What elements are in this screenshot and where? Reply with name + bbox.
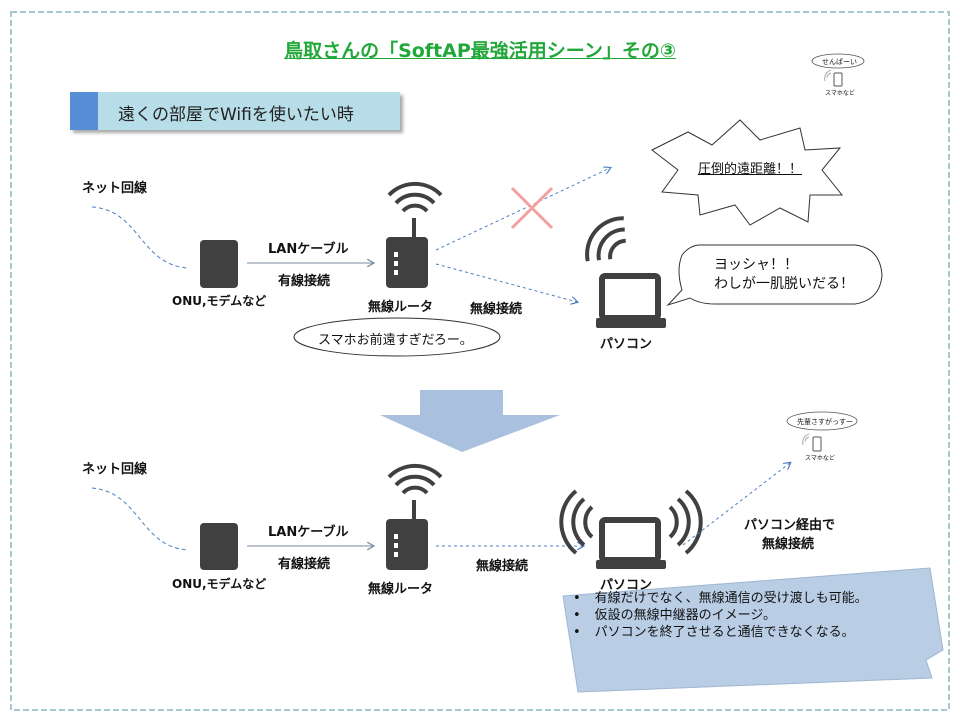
page-title: 鳥取さんの「SoftAP最強活用シーン」その③ — [284, 40, 676, 62]
net-label: ネット回線 — [82, 181, 148, 196]
cable-label: LANケーブル — [268, 242, 349, 257]
cable-label-bottom: LANケーブル — [268, 525, 349, 540]
net-line-bottom — [91, 487, 189, 551]
notes-list: • 有線だけでなく、無線通信の受け渡しも可能。 • 仮設の無線中継器のイメージ。 •… — [573, 590, 868, 641]
onu-device-bottom — [200, 523, 238, 570]
pc-bubble-line2: わしが一肌脱いだる！ — [714, 276, 854, 292]
pc-label-bottom: パソコン — [600, 578, 653, 593]
router-device — [386, 181, 443, 288]
router-device-bottom — [386, 463, 443, 570]
router-bubble-text: スマホお前遠すぎだろー。 — [318, 333, 473, 348]
wired-label: 有線接続 — [278, 274, 331, 289]
router-label: 無線ルータ — [368, 300, 434, 315]
onu-label: ONU,モデムなど — [172, 294, 267, 308]
pc-label: パソコン — [600, 337, 653, 352]
router-label-bottom: 無線ルータ — [368, 582, 434, 597]
phone-bubble-text-bottom: 先輩さすがっすー — [797, 418, 853, 426]
heading-accent-bar — [70, 92, 98, 130]
to-phone-arrow — [435, 168, 610, 251]
burst-shape — [651, 119, 844, 226]
note-item: • 有線だけでなく、無線通信の受け渡しも可能。 — [573, 590, 868, 607]
note-bullet: • — [573, 608, 581, 623]
laptop-device — [585, 216, 666, 328]
phone-group-top — [811, 53, 865, 87]
note-text: 仮設の無線中継器のイメージ。 — [594, 608, 777, 623]
router-bubble — [300, 315, 330, 320]
note-text: 有線だけでなく、無線通信の受け渡しも可能。 — [594, 591, 868, 606]
to-pc-arrow — [435, 263, 577, 302]
burst-text: 圧倒的遠距離！！ — [698, 162, 803, 177]
onu-device — [200, 240, 238, 288]
onu-label-bottom: ONU,モデムなど — [172, 577, 267, 591]
notes-box — [562, 567, 944, 693]
laptop-device-bottom — [559, 489, 703, 569]
wireless-label: 無線接続 — [470, 302, 523, 317]
pc-to-phone-arrow — [682, 463, 790, 546]
note-bullet: • — [573, 625, 581, 640]
phone-group-bottom — [786, 411, 858, 452]
via-pc-line1: パソコン経由で — [744, 518, 836, 533]
page-border — [10, 11, 950, 711]
note-text: パソコンを終了させると通信できなくなる。 — [594, 625, 855, 640]
heading-text: 遠くの部屋でWifiを使いたい時 — [118, 105, 354, 125]
wireless-label-bottom: 無線接続 — [476, 559, 529, 574]
phone-label-bottom: スマホなど — [805, 455, 835, 462]
phone-bubble-text: せんぱーい — [822, 58, 857, 66]
net-label-bottom: ネット回線 — [82, 462, 148, 477]
cross-mark — [510, 186, 554, 230]
note-item: • 仮設の無線中継器のイメージ。 — [573, 607, 868, 624]
pc-bubble-line1: ヨッシャ！！ — [714, 257, 798, 273]
router-bubble-shape — [293, 317, 501, 357]
net-line — [91, 206, 189, 269]
phone-label: スマホなど — [825, 90, 855, 97]
note-bullet: • — [573, 591, 581, 606]
pc-bubble-shape — [666, 244, 883, 307]
via-pc-line2: 無線接続 — [762, 537, 815, 552]
wired-label-bottom: 有線接続 — [278, 557, 331, 572]
section-heading: 遠くの部屋でWifiを使いたい時 — [70, 92, 400, 130]
transition-arrow — [380, 390, 560, 452]
note-item: • パソコンを終了させると通信できなくなる。 — [573, 624, 868, 641]
